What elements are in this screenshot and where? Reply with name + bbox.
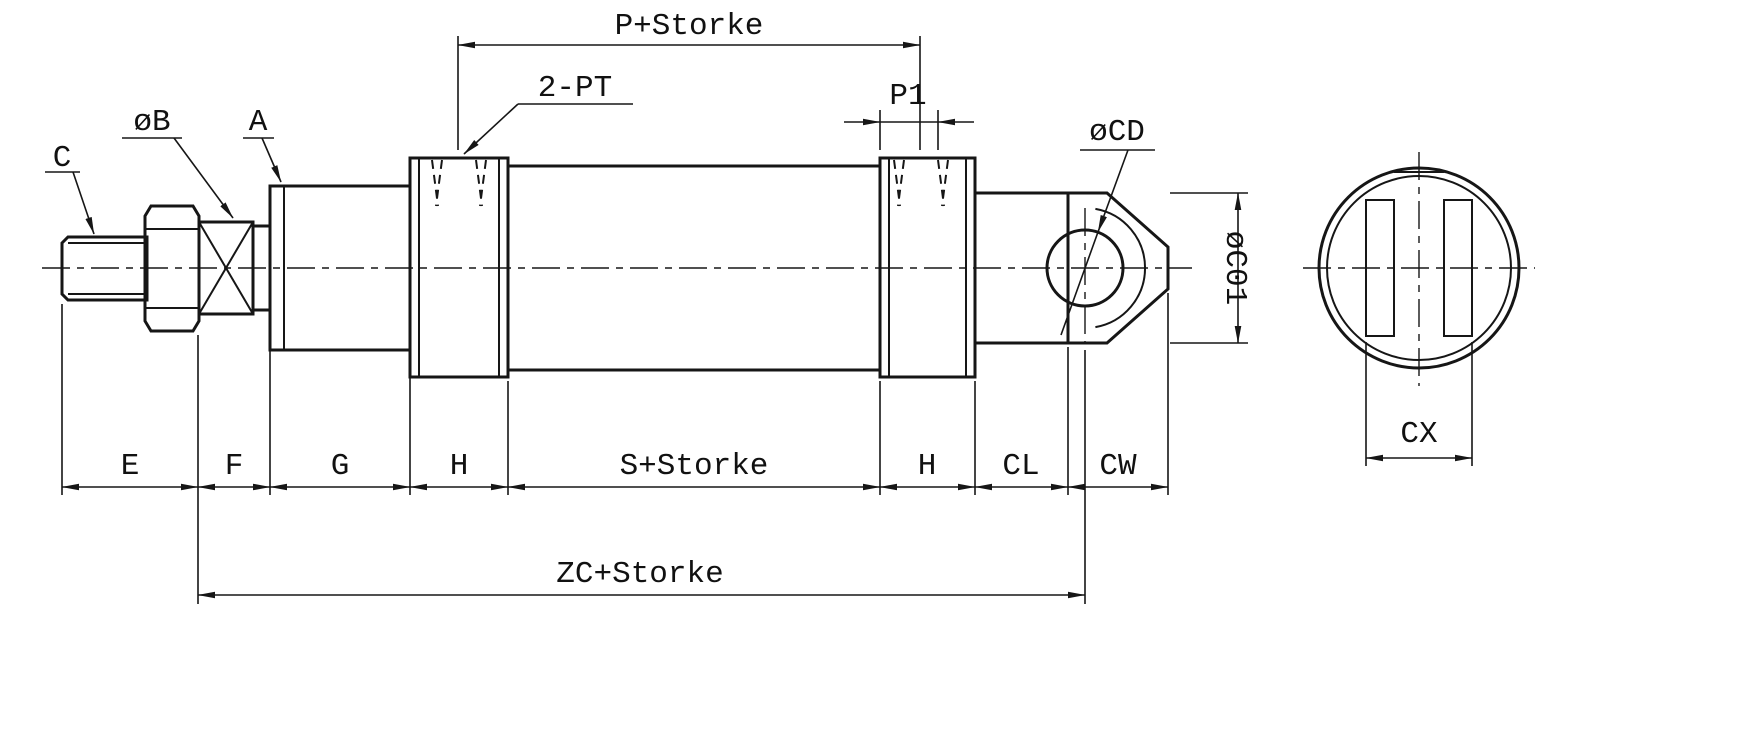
dim-label-h-rear: H: [918, 449, 937, 484]
cylinder-tube: [508, 164, 880, 372]
dim-label-cx: CX: [1400, 417, 1438, 452]
cap-outer-circle: [1317, 166, 1521, 370]
dim-c01: øC01: [1170, 192, 1252, 344]
front-head: [408, 156, 510, 379]
dim-label-cw: CW: [1099, 449, 1137, 484]
dim-zc-stroke: ZC+Storke: [197, 350, 1086, 604]
dim-label-p1: P1: [889, 79, 926, 114]
nut-outline: [143, 204, 201, 333]
dim-label-f: F: [225, 449, 244, 484]
dim-label-zc-stroke: ZC+Storke: [556, 557, 723, 592]
centerlines: [42, 152, 1535, 386]
callout-2pt: 2-PT: [463, 71, 633, 155]
callout-label-c: C: [53, 141, 72, 176]
callout-dia-cd-leader-extension: [1060, 231, 1099, 336]
rod-outline: [60, 235, 149, 302]
dim-label-cl: CL: [1002, 449, 1039, 484]
callout-c: C: [45, 141, 95, 235]
callout-a-leader: [261, 137, 282, 183]
piston-rod: [60, 235, 149, 302]
dim-label-e: E: [121, 449, 140, 484]
callout-label-dia-cd: øCD: [1089, 115, 1145, 150]
dim-p1: P1: [844, 79, 974, 150]
dim-chain-bottom: E F G H S+Storke H CL CW: [61, 293, 1169, 604]
callout-label-dia-b: øB: [133, 105, 170, 140]
dim-label-p-stroke: P+Storke: [615, 9, 764, 44]
dim-cx: CX: [1365, 342, 1473, 466]
callout-dia-cd: øCD: [1060, 115, 1155, 336]
callout-dia-b: øB: [122, 105, 234, 219]
callouts: C øB A 2-PT øCD: [45, 71, 1155, 336]
callout-c-leader: [72, 171, 95, 235]
clevis-boss-arc: [1095, 207, 1147, 329]
clevis-arm-right: [1443, 199, 1473, 337]
side-view: [60, 156, 1170, 379]
clevis-eye-outline: [1066, 191, 1170, 345]
dim-p-stroke: P+Storke: [457, 9, 921, 150]
callout-dia-b-leader: [173, 137, 234, 219]
dim-label-g: G: [331, 449, 350, 484]
callout-dia-cd-leader: [1097, 149, 1129, 233]
flats-cross-2: [198, 221, 254, 315]
clevis-mount: [973, 191, 1170, 345]
callout-label-a: A: [249, 105, 268, 140]
callout-a: A: [243, 105, 282, 183]
end-view: [1317, 166, 1521, 370]
rear-port-thread: [893, 159, 949, 207]
clevis-arm-left: [1365, 199, 1395, 337]
front-head-outline: [408, 156, 510, 379]
dim-label-h-front: H: [450, 449, 469, 484]
front-port-thread: [431, 159, 487, 207]
dim-label-c01: øC01: [1217, 231, 1252, 305]
pin-hole: [1045, 228, 1125, 308]
callout-2pt-leader: [463, 103, 519, 155]
cap-inner-circle: [1326, 175, 1512, 361]
rod-nut: [143, 204, 201, 333]
callout-label-2pt: 2-PT: [538, 71, 612, 106]
dim-label-s-stroke: S+Storke: [620, 449, 769, 484]
rear-head: [878, 156, 977, 379]
